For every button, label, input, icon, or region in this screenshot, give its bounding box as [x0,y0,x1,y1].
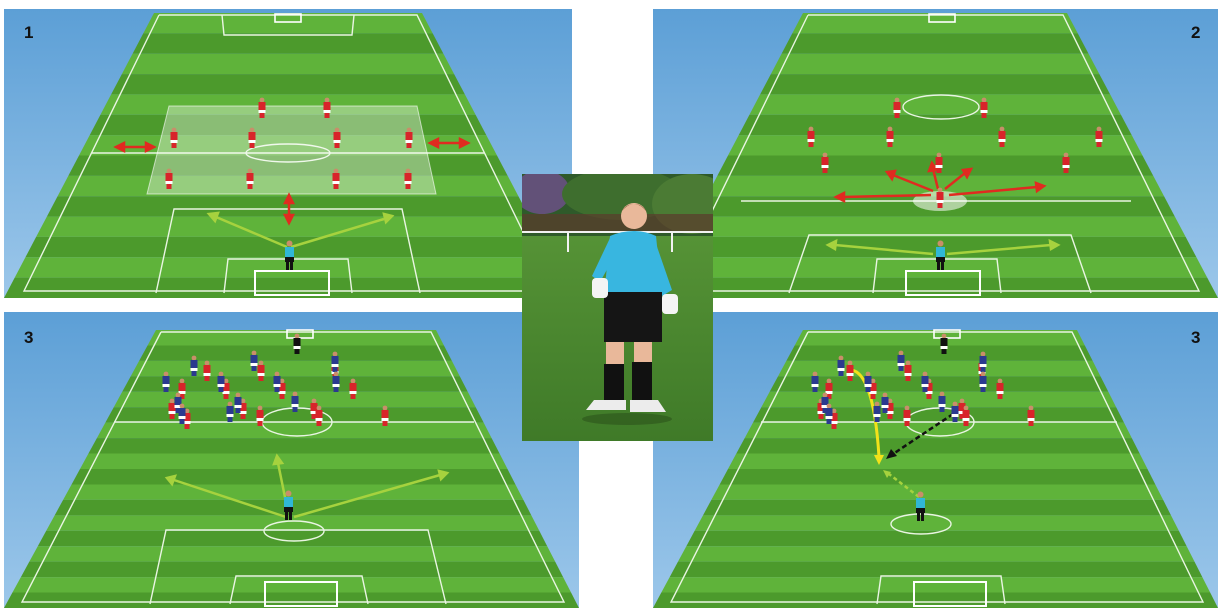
diagram-panel-3: 3 [4,312,579,608]
pitch-3 [4,312,579,608]
pitch-1 [4,9,572,298]
panel-number: 3 [24,328,33,348]
diagram-panel-2: 2 [653,9,1218,298]
diagram-panel-1: 1 [4,9,572,298]
pitch-2 [653,9,1218,298]
panel-number: 2 [1191,23,1200,43]
goalkeeper-photo [522,174,713,441]
panel-number: 3 [1191,328,1200,348]
panel-number: 1 [24,23,33,43]
diagram-panel-4: 3 [653,312,1218,608]
pitch-4 [653,312,1218,608]
